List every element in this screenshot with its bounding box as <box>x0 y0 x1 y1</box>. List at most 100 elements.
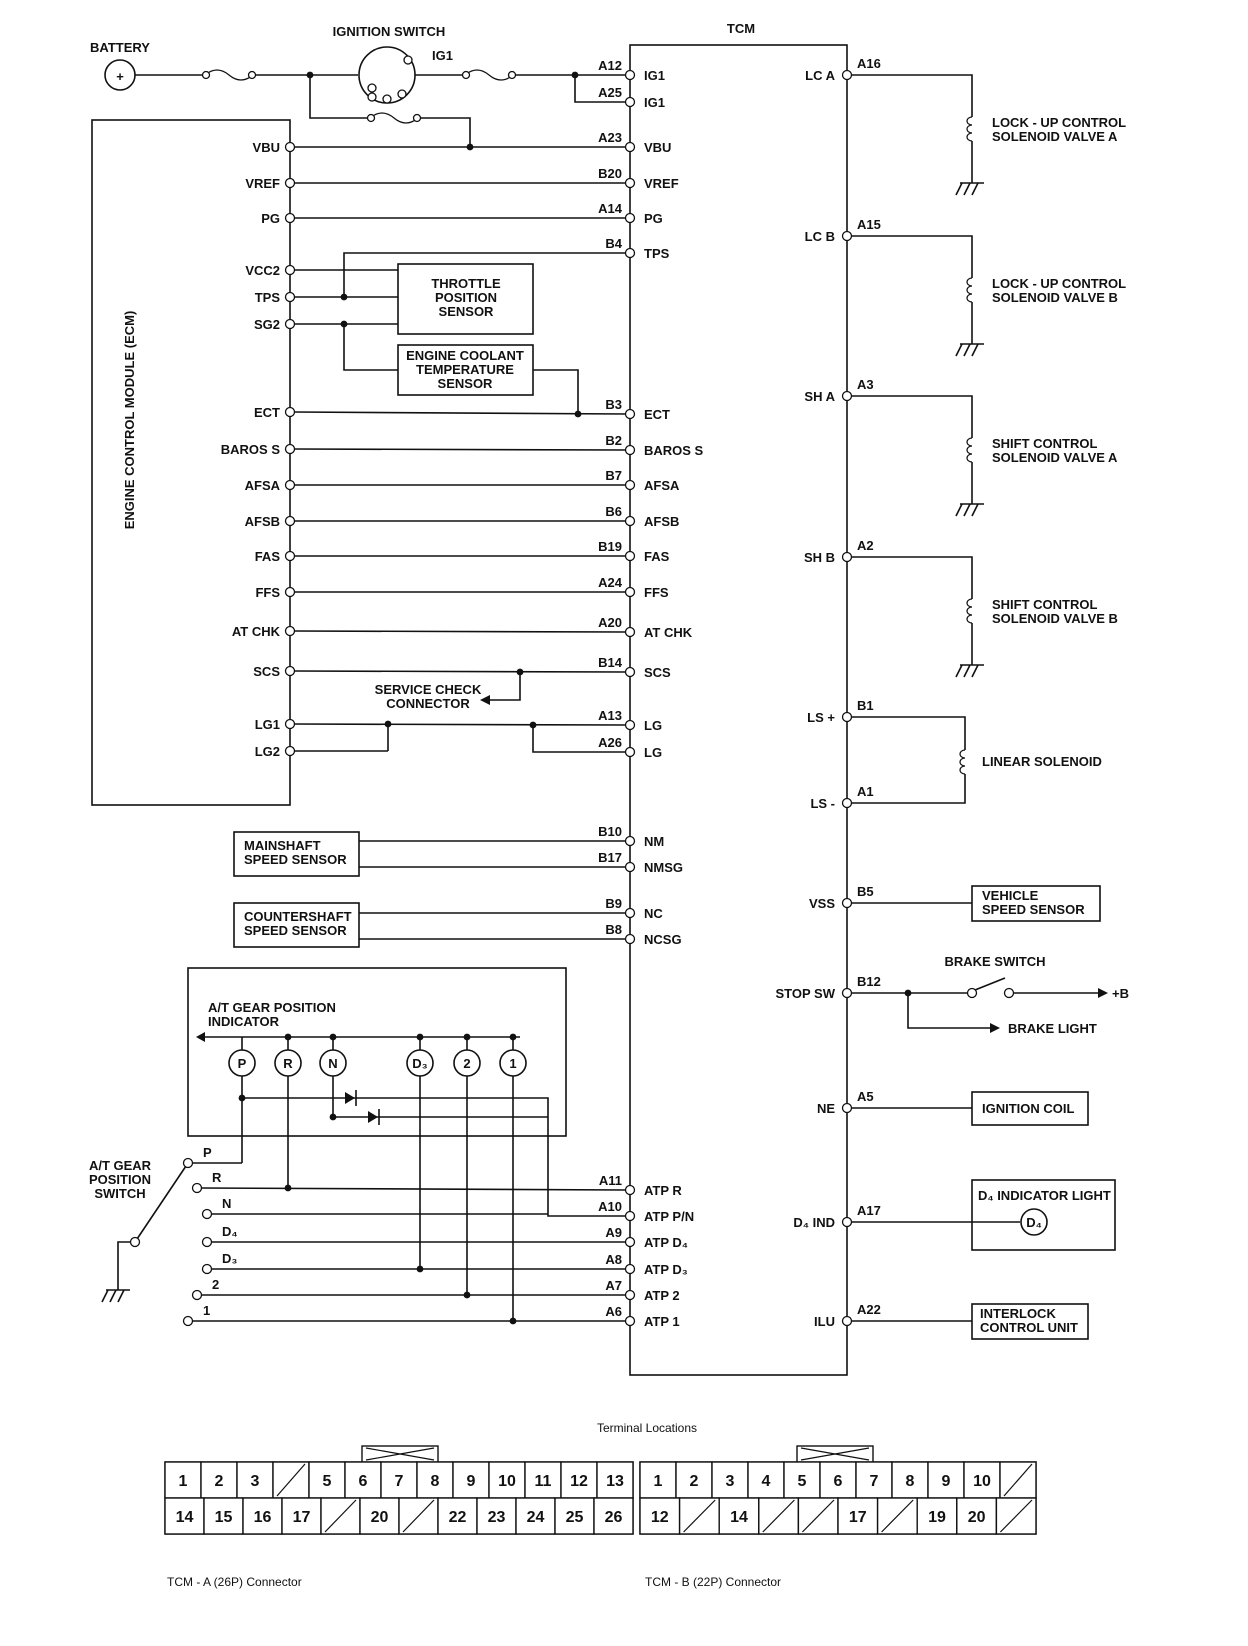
tcm-terminal-a14: A14 <box>598 201 623 216</box>
fuse-end <box>201 70 211 80</box>
junction-dot <box>463 1291 471 1299</box>
gear-switch-pos-2 <box>201 1208 213 1220</box>
interlock-label: INTERLOCK <box>980 1306 1056 1321</box>
tcm-pin-b9 <box>624 907 636 919</box>
tcm-pin-b10 <box>624 835 636 847</box>
junction-dot <box>340 320 348 328</box>
solenoid-coil-3 <box>966 598 973 624</box>
tcm-signal-a6: ATP 1 <box>644 1314 680 1329</box>
solenoid-label-0: LOCK - UP CONTROL <box>992 115 1126 130</box>
tcm-signal-a3: SH A <box>804 389 835 404</box>
tcm-pin-b19 <box>624 550 636 562</box>
blank-cell <box>1003 1463 1033 1497</box>
ground-symbol <box>117 1289 125 1303</box>
linear-solenoid-coil <box>959 749 966 775</box>
tcm-signal-b19: FAS <box>644 549 670 564</box>
tcm-signal-a14: PG <box>644 211 663 226</box>
diode-icon <box>345 1092 355 1104</box>
tcm-signal-a1: LS - <box>810 796 835 811</box>
ecm-pin-15 <box>284 745 296 757</box>
blank-cell <box>801 1499 835 1533</box>
junction-dot <box>571 71 579 79</box>
junction-dot <box>416 1265 424 1273</box>
tcm-signal-a7: ATP 2 <box>644 1288 680 1303</box>
brake-switch-label: BRAKE SWITCH <box>944 954 1045 969</box>
wire <box>293 411 627 415</box>
connector-a-top-1: 2 <box>215 1473 224 1490</box>
battery-label: BATTERY <box>90 40 150 55</box>
tcm-terminal-b19: B19 <box>598 539 622 554</box>
ecm-pin-10 <box>284 550 296 562</box>
tcm-pin-a10 <box>624 1210 636 1222</box>
tcm-signal-a26: LG <box>644 745 662 760</box>
connector-a-top-6: 7 <box>395 1473 404 1490</box>
tcm-signal-a5: NE <box>817 1101 835 1116</box>
ground-symbol <box>963 343 971 357</box>
connector-b-bot-7: 19 <box>928 1509 946 1526</box>
solenoid-label-1: SOLENOID VALVE B <box>992 290 1118 305</box>
ecm-signal-11: FFS <box>255 585 280 600</box>
fuse <box>464 69 514 81</box>
countershaft-label: SPEED SENSOR <box>244 923 347 938</box>
indicator-lamp-1 <box>274 1049 302 1077</box>
tcm-signal-a24: FFS <box>644 585 669 600</box>
ecm-pin-5 <box>284 318 296 330</box>
ecm-signal-4: TPS <box>255 290 281 305</box>
d4-indicator-light-box <box>971 1179 1116 1251</box>
junction-dot <box>509 1317 517 1325</box>
wire <box>117 1241 131 1290</box>
connector-b-top-1: 2 <box>690 1473 699 1490</box>
indicator-lamp-3 <box>406 1049 434 1077</box>
connector-a-bot-0: 14 <box>176 1509 194 1526</box>
connector-b-cell-bot-7 <box>916 1497 958 1535</box>
solenoid-coil-2 <box>966 437 973 463</box>
tcm-terminal-a16: A16 <box>857 56 881 71</box>
ecm-signal-12: AT CHK <box>232 624 281 639</box>
tcm-signal-a25: IG1 <box>644 95 665 110</box>
indicator-lamp-label-0: P <box>238 1056 247 1071</box>
tcm-pin-a2 <box>841 551 853 563</box>
tcm-pin-a25 <box>624 96 636 108</box>
d4-light-label: D₄ INDICATOR LIGHT <box>978 1188 1111 1203</box>
gear-switch-pos-4 <box>201 1263 213 1275</box>
connector-b-bot-0: 12 <box>651 1509 669 1526</box>
tcm-signal-b5: VSS <box>809 896 835 911</box>
tcm-pin-a1 <box>841 797 853 809</box>
switch-pin <box>397 89 407 99</box>
wire <box>242 1097 626 1217</box>
ground-symbol <box>971 182 979 196</box>
tcm-pin-a9 <box>624 1236 636 1248</box>
tcm-terminal-a20: A20 <box>598 615 622 630</box>
connector-a-cell-top-2 <box>236 1461 274 1499</box>
connector-a-top-9: 10 <box>498 1473 516 1490</box>
connector-a-bot-3: 17 <box>293 1509 311 1526</box>
fuse <box>204 69 254 81</box>
wire <box>309 75 370 119</box>
ecm-signal-3: VCC2 <box>245 263 280 278</box>
engine-coolant-temperature-sensor-box <box>397 344 534 396</box>
ground-symbol <box>971 503 979 517</box>
tps-label: THROTTLE <box>431 276 501 291</box>
gear-switch-label: POSITION <box>89 1172 151 1187</box>
connector-a-top-0: 1 <box>179 1473 188 1490</box>
tcm-signal-a12: IG1 <box>644 68 665 83</box>
connector-b-cell-bot-0 <box>639 1497 681 1535</box>
tcm-terminal-a25: A25 <box>598 85 622 100</box>
ground-symbol <box>955 503 963 517</box>
ecm-signal-9: AFSB <box>245 514 280 529</box>
gear-switch-pos-label-2: N <box>222 1196 231 1211</box>
connector-b-label: TCM - B (22P) Connector <box>645 1575 781 1589</box>
tcm-pin-b8 <box>624 933 636 945</box>
connector-a-top-8: 9 <box>467 1473 476 1490</box>
ecm-pin-7 <box>284 443 296 455</box>
ecm-pin-1 <box>284 177 296 189</box>
tcm-terminal-a5: A5 <box>857 1089 874 1104</box>
tcm-signal-b4: TPS <box>644 246 670 261</box>
solenoid-label-3: SOLENOID VALVE B <box>992 611 1118 626</box>
tcm-signal-a2: SH B <box>804 550 835 565</box>
junction-dot <box>340 293 348 301</box>
tcm-terminal-a22: A22 <box>857 1302 881 1317</box>
ground-symbol <box>963 503 971 517</box>
wire <box>851 556 973 599</box>
connector-a-bot-8: 23 <box>488 1509 506 1526</box>
